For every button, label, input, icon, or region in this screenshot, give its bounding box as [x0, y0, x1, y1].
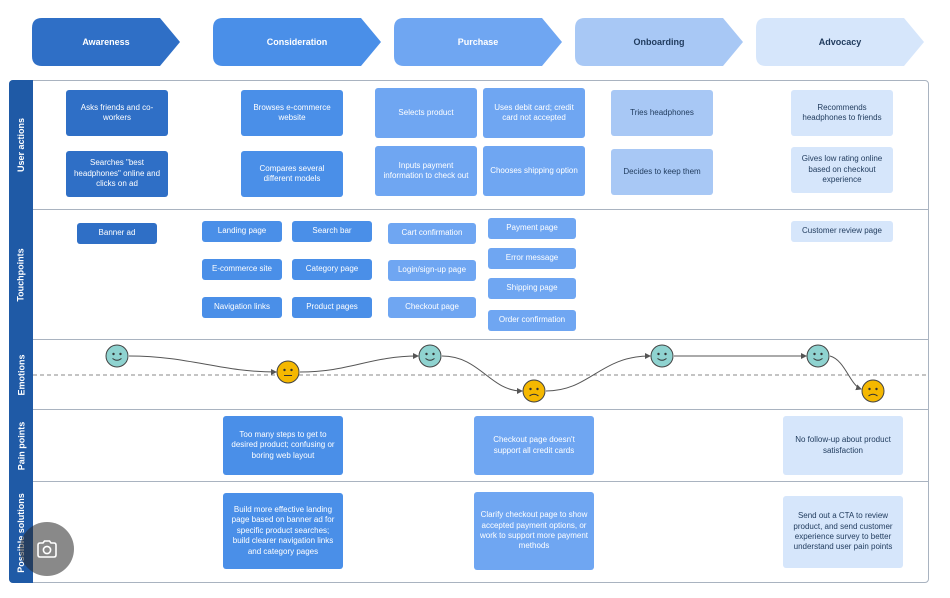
happy-face-icon [650, 344, 674, 368]
row-label-emotions: Emotions [9, 340, 33, 410]
action-card: Compares several different models [241, 151, 343, 197]
action-card: Selects product [375, 88, 477, 138]
touchpoint-tag: Checkout page [388, 297, 476, 318]
touchpoint-tag: Customer review page [791, 221, 893, 242]
touchpoint-tag: Shipping page [488, 278, 576, 299]
happy-face-icon [806, 344, 830, 368]
action-card: Uses debit card; credit card not accepte… [483, 88, 585, 138]
row-label-user-actions: User actions [9, 80, 33, 210]
row-label-pain-points: Pain points [9, 410, 33, 482]
stage-label: Advocacy [818, 37, 862, 47]
action-card: Browses e-commerce website [241, 90, 343, 136]
action-card: Recommends headphones to friends [791, 90, 893, 136]
row-label-touchpoints: Touchpoints [9, 210, 33, 340]
image-search-button[interactable] [20, 522, 74, 576]
solution-card: Build more effective landing page based … [223, 493, 343, 569]
emotion-path [128, 355, 277, 375]
chevron-shape [756, 18, 924, 66]
stage-label: Consideration [266, 37, 328, 47]
emotion-path [829, 355, 862, 391]
touchpoint-tag: Navigation links [202, 297, 282, 318]
pain-point-card: Too many steps to get to desired product… [223, 416, 343, 475]
emotion-path [441, 355, 523, 394]
action-card: Gives low rating online based on checkou… [791, 147, 893, 193]
stage-label: Purchase [457, 37, 499, 47]
action-card: Decides to keep them [611, 149, 713, 195]
touchpoint-tag: E-commerce site [202, 259, 282, 280]
pain-point-card: No follow-up about product satisfaction [783, 416, 903, 475]
action-card: Chooses shipping option [483, 146, 585, 196]
sad-face-icon [522, 379, 546, 403]
pain-point-card: Checkout page doesn't support all credit… [474, 416, 594, 475]
stage-label: Awareness [82, 37, 130, 47]
touchpoint-tag: Category page [292, 259, 372, 280]
emotion-path [299, 353, 419, 373]
stage-awareness: Awareness [32, 18, 180, 66]
solution-card: Clarify checkout page to show accepted p… [474, 492, 594, 570]
row-divider [33, 339, 929, 340]
touchpoint-tag: Payment page [488, 218, 576, 239]
touchpoint-tag: Landing page [202, 221, 282, 242]
touchpoint-tag: Search bar [292, 221, 372, 242]
touchpoint-tag: Order confirmation [488, 310, 576, 331]
chevron-shape [32, 18, 180, 66]
action-card: Tries headphones [611, 90, 713, 136]
chevron-shape [575, 18, 743, 66]
action-card: Asks friends and co-workers [66, 90, 168, 136]
happy-face-icon [105, 344, 129, 368]
row-divider [33, 209, 929, 210]
stage-label: Onboarding [633, 37, 685, 47]
touchpoint-tag: Error message [488, 248, 576, 269]
action-card: Inputs payment information to check out [375, 146, 477, 196]
stage-purchase: Purchase [394, 18, 562, 66]
stage-onboarding: Onboarding [575, 18, 743, 66]
touchpoint-tag: Product pages [292, 297, 372, 318]
touchpoint-tag: Login/sign-up page [388, 260, 476, 281]
touchpoint-tag: Cart confirmation [388, 223, 476, 244]
row-divider [33, 409, 929, 410]
camera-search-icon [37, 540, 57, 558]
chevron-shape [394, 18, 562, 66]
happy-face-icon [418, 344, 442, 368]
touchpoint-tag: Banner ad [77, 223, 157, 244]
emotion-path [545, 353, 651, 392]
neutral-face-icon [276, 360, 300, 384]
row-divider [33, 481, 929, 482]
stage-consideration: Consideration [213, 18, 381, 66]
action-card: Searches "best headphones" online and cl… [66, 151, 168, 197]
chevron-shape [213, 18, 381, 66]
sad-face-icon [861, 379, 885, 403]
stage-advocacy: Advocacy [756, 18, 924, 66]
solution-card: Send out a CTA to review product, and se… [783, 496, 903, 568]
